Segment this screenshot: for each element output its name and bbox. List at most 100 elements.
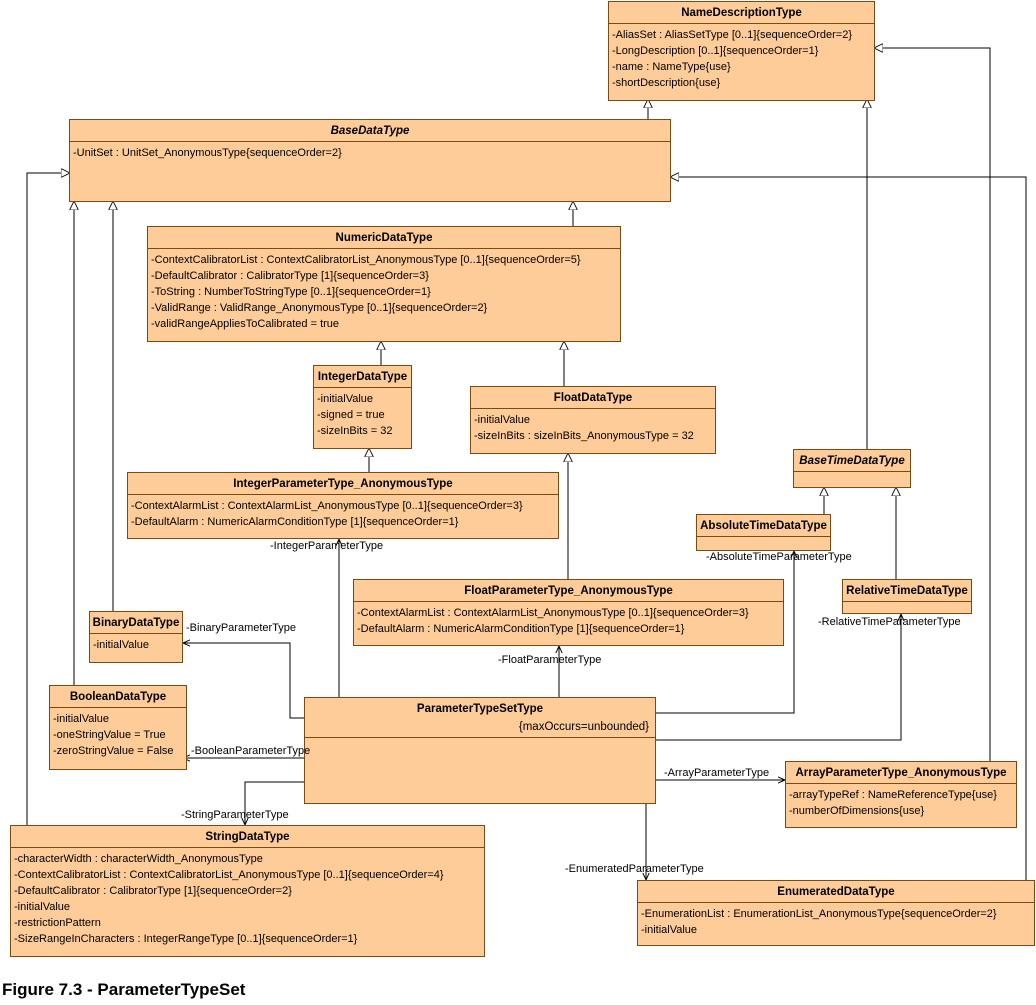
role-array-parameter-type: -ArrayParameterType xyxy=(664,767,770,779)
class-absolute-time-data-type: AbsoluteTimeDataType xyxy=(696,514,831,551)
class-name-description-type: NameDescriptionType -AliasSet : AliasSet… xyxy=(608,1,875,101)
role-relative-time-parameter-type: -RelativeTimeParameterType xyxy=(818,616,961,628)
attribute: -zeroStringValue = False xyxy=(53,745,174,757)
attribute-list: -UnitSet : UnitSet_AnonymousType{sequenc… xyxy=(70,141,670,163)
attribute-list xyxy=(843,601,971,615)
attribute: -restrictionPattern xyxy=(14,917,101,929)
class-title: StringDataType xyxy=(205,831,290,843)
class-relative-time-data-type: RelativeTimeDataType xyxy=(842,579,972,614)
attribute: -EnumerationList : EnumerationList_Anony… xyxy=(641,908,997,920)
role-enumerated-parameter-type: -EnumeratedParameterType xyxy=(565,863,704,875)
attribute-list: -initialValue -sizeInBits : sizeInBits_A… xyxy=(471,408,715,446)
class-array-parameter-type: ArrayParameterType_AnonymousType -arrayT… xyxy=(785,761,1017,828)
attribute: -initialValue xyxy=(14,901,71,913)
class-integer-parameter-type: IntegerParameterType_AnonymousType -Cont… xyxy=(127,472,559,539)
role-integer-parameter-type: -IntegerParameterType xyxy=(270,540,384,552)
class-title: BinaryDataType xyxy=(92,617,180,629)
attribute: -DefaultCalibrator : CalibratorType [1]{… xyxy=(151,270,429,282)
gen-enum-to-basedata xyxy=(671,177,1027,880)
class-title: BooleanDataType xyxy=(69,691,167,703)
role-binary-parameter-type: -BinaryParameterType xyxy=(186,622,297,634)
attribute: -ToString : NumberToStringType [0..1]{se… xyxy=(151,286,431,298)
attribute-list: -ContextCalibratorList : ContextCalibrat… xyxy=(148,248,620,334)
class-title: FloatDataType xyxy=(553,392,633,404)
class-float-parameter-type: FloatParameterType_AnonymousType -Contex… xyxy=(353,579,784,646)
attribute: -ContextCalibratorList : ContextCalibrat… xyxy=(151,254,581,266)
attribute: -initialValue xyxy=(53,713,110,725)
attribute: -validRangeAppliesToCalibrated = true xyxy=(151,318,340,330)
class-title: IntegerParameterType_AnonymousType xyxy=(233,478,453,490)
role-float-parameter-type: -FloatParameterType xyxy=(498,654,602,666)
class-constraint: {maxOccurs=unbounded} xyxy=(518,721,649,733)
assoc-string xyxy=(245,781,304,825)
attribute: -shortDescription{use} xyxy=(612,77,721,89)
attribute-list: -characterWidth : characterWidth_Anonymo… xyxy=(11,847,484,949)
class-string-data-type: StringDataType -characterWidth : charact… xyxy=(10,825,485,957)
attribute: -characterWidth : characterWidth_Anonymo… xyxy=(14,853,263,865)
figure-caption: Figure 7.3 - ParameterTypeSet xyxy=(2,980,246,999)
attribute: -AliasSet : AliasSetType [0..1]{sequence… xyxy=(612,29,853,41)
attribute: -ContextCalibratorList : ContextCalibrat… xyxy=(14,869,444,881)
class-title: NumericDataType xyxy=(335,232,433,244)
attribute-list: -AliasSet : AliasSetType [0..1]{sequence… xyxy=(609,23,874,93)
attribute: -ValidRange : ValidRange_AnonymousType [… xyxy=(151,302,488,314)
attribute: -ContextAlarmList : ContextAlarmList_Ano… xyxy=(131,500,523,512)
attribute: -initialValue xyxy=(474,414,531,426)
attribute-list: -initialValue -oneStringValue = True -ze… xyxy=(50,707,186,761)
class-binary-data-type: BinaryDataType -initialValue xyxy=(89,611,183,663)
attribute-list xyxy=(794,471,910,487)
class-title: BaseTimeDataType xyxy=(799,455,905,467)
class-enumerated-data-type: EnumeratedDataType -EnumerationList : En… xyxy=(637,880,1035,946)
attribute: -DefaultAlarm : NumericAlarmConditionTyp… xyxy=(357,623,685,635)
attribute-list: -EnumerationList : EnumerationList_Anony… xyxy=(638,902,1034,940)
assoc-absolute-time xyxy=(656,551,794,714)
class-title: RelativeTimeDataType xyxy=(846,585,968,597)
assoc-relative-time xyxy=(656,614,901,741)
class-base-time-data-type: BaseTimeDataType xyxy=(793,449,911,488)
class-title: AbsoluteTimeDataType xyxy=(700,520,827,532)
gen-array-to-namedesc xyxy=(875,48,991,761)
role-string-parameter-type: -StringParameterType xyxy=(181,809,289,821)
assoc-binary xyxy=(183,643,304,719)
class-title: BaseDataType xyxy=(330,125,410,137)
attribute: -DefaultCalibrator : CalibratorType [1]{… xyxy=(14,885,292,897)
attribute-list: -initialValue xyxy=(90,633,182,655)
class-base-data-type: BaseDataType -UnitSet : UnitSet_Anonymou… xyxy=(69,119,671,202)
role-absolute-time-parameter-type: -AbsoluteTimeParameterType xyxy=(706,551,852,563)
class-title: IntegerDataType xyxy=(317,371,408,383)
class-title: NameDescriptionType xyxy=(681,7,802,19)
class-float-data-type: FloatDataType -initialValue -sizeInBits … xyxy=(470,386,716,454)
class-numeric-data-type: NumericDataType -ContextCalibratorList :… xyxy=(147,226,621,342)
class-title: EnumeratedDataType xyxy=(777,886,895,898)
class-name: ParameterTypeSetType xyxy=(416,703,544,715)
attribute: -sizeInBits : sizeInBits_AnonymousType =… xyxy=(474,430,694,442)
attribute: -initialValue xyxy=(641,924,698,936)
attribute-list: -ContextAlarmList : ContextAlarmList_Ano… xyxy=(354,601,783,639)
attribute: -LongDescription [0..1]{sequenceOrder=1} xyxy=(612,45,819,57)
attribute-list: -ContextAlarmList : ContextAlarmList_Ano… xyxy=(128,494,558,532)
attribute: -SizeRangeInCharacters : IntegerRangeTyp… xyxy=(14,933,358,945)
attribute: -DefaultAlarm : NumericAlarmConditionTyp… xyxy=(131,516,459,528)
attribute: -ContextAlarmList : ContextAlarmList_Ano… xyxy=(357,607,749,619)
attribute: -oneStringValue = True xyxy=(53,729,166,741)
gen-string-to-basedata xyxy=(26,173,69,825)
class-boolean-data-type: BooleanDataType -initialValue -oneString… xyxy=(49,685,187,770)
attribute: -sizeInBits = 32 xyxy=(317,425,393,437)
class-integer-data-type: IntegerDataType -initialValue -signed = … xyxy=(313,365,412,449)
attribute: -numberOfDimensions{use} xyxy=(789,805,925,817)
attribute: -initialValue xyxy=(93,639,150,651)
class-title: ArrayParameterType_AnonymousType xyxy=(795,767,1007,779)
class-title: ParameterTypeSetType {maxOccurs=unbounde… xyxy=(305,698,655,737)
attribute: -initialValue xyxy=(317,393,374,405)
attribute: -UnitSet : UnitSet_AnonymousType{sequenc… xyxy=(73,147,342,159)
attribute-list: -arrayTypeRef : NameReferenceType{use} -… xyxy=(786,783,1016,821)
class-parameter-type-set-type: ParameterTypeSetType {maxOccurs=unbounde… xyxy=(304,697,656,804)
role-boolean-parameter-type: -BooleanParameterType xyxy=(191,745,311,757)
class-title: FloatParameterType_AnonymousType xyxy=(464,585,673,597)
attribute: -arrayTypeRef : NameReferenceType{use} xyxy=(789,789,997,801)
attribute: -signed = true xyxy=(317,409,385,421)
attribute-list xyxy=(305,737,655,793)
attribute-list: -initialValue -signed = true -sizeInBits… xyxy=(314,387,411,441)
attribute-list xyxy=(697,536,830,551)
